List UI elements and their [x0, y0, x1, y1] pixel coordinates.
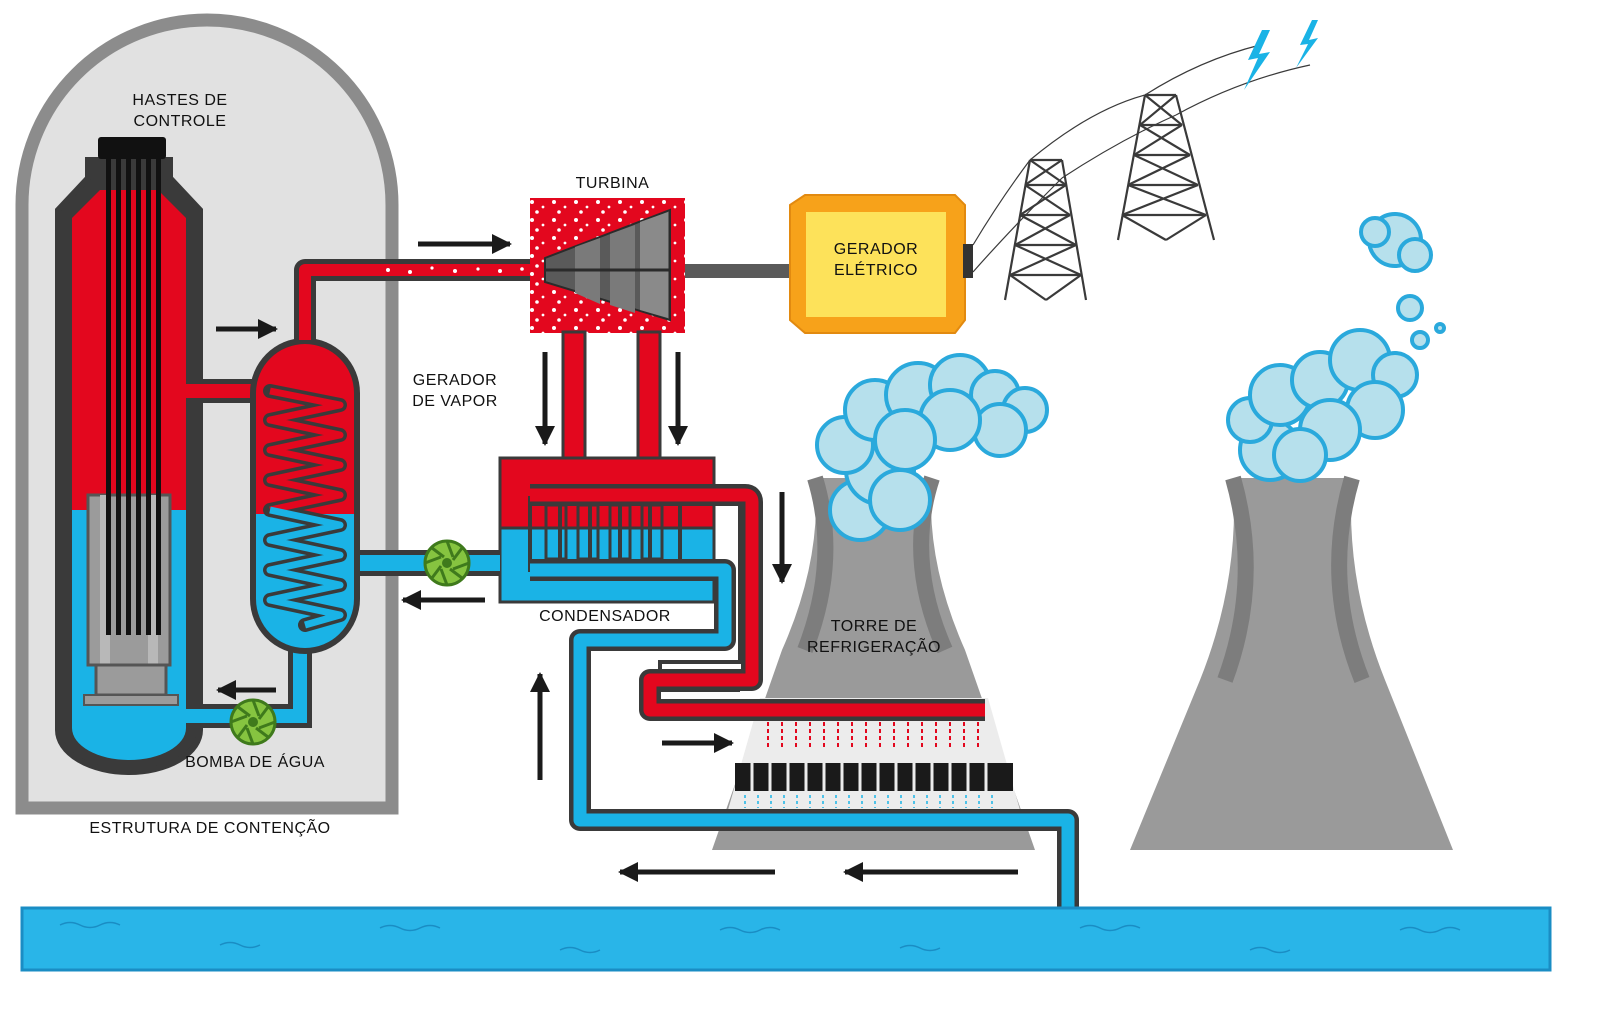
water-pump-icon	[229, 698, 277, 746]
generator-label-line2: ELÉTRICO	[833, 262, 918, 279]
reactor-vessel	[55, 137, 203, 775]
cooling-tower-right	[1130, 475, 1453, 850]
water-pump-label: BOMBA DE ÁGUA	[185, 754, 325, 771]
cooling-loop-hot	[530, 484, 985, 721]
lightning-icons	[1244, 20, 1318, 90]
river	[20, 906, 1552, 972]
turbine-shaft	[685, 264, 795, 278]
pump-icon	[423, 539, 471, 587]
flow-arrows	[216, 234, 1018, 882]
control-rods-label: HASTES DE CONTROLE	[90, 90, 270, 132]
control-rods-label-line2: CONTROLE	[133, 113, 227, 130]
steam-generator-label: GERADOR DE VAPOR	[400, 370, 510, 412]
turbine	[530, 198, 685, 333]
cooling-tower-label-line2: REFRIGERAÇÃO	[806, 639, 941, 656]
steam-generator-label-line1: GERADOR	[412, 372, 498, 389]
generator-label-line1: GERADOR	[833, 241, 919, 258]
control-rods-label-line1: HASTES DE	[132, 92, 228, 109]
control-rods	[98, 137, 166, 635]
steam-cloud-left	[815, 353, 1049, 542]
steam-generator	[250, 338, 360, 654]
steam-line	[294, 259, 540, 340]
turbine-label: TURBINA	[575, 175, 650, 192]
cooling-tower-label-line1: TORRE DE	[830, 618, 918, 635]
generator-label: GERADOR ELÉTRICO	[806, 239, 946, 281]
steam-generator-label-line2: DE VAPOR	[412, 393, 498, 410]
condenser-label: CONDENSADOR	[539, 608, 671, 625]
cooling-loop-cold	[530, 559, 1079, 910]
transmission-towers	[972, 44, 1311, 301]
electric-generator	[789, 194, 973, 334]
cooling-tower-label: TORRE DE REFRIGERAÇÃO	[792, 616, 956, 658]
containment-label: ESTRUTURA DE CONTENÇÃO	[89, 820, 331, 837]
steam-cloud-right	[1226, 212, 1446, 483]
